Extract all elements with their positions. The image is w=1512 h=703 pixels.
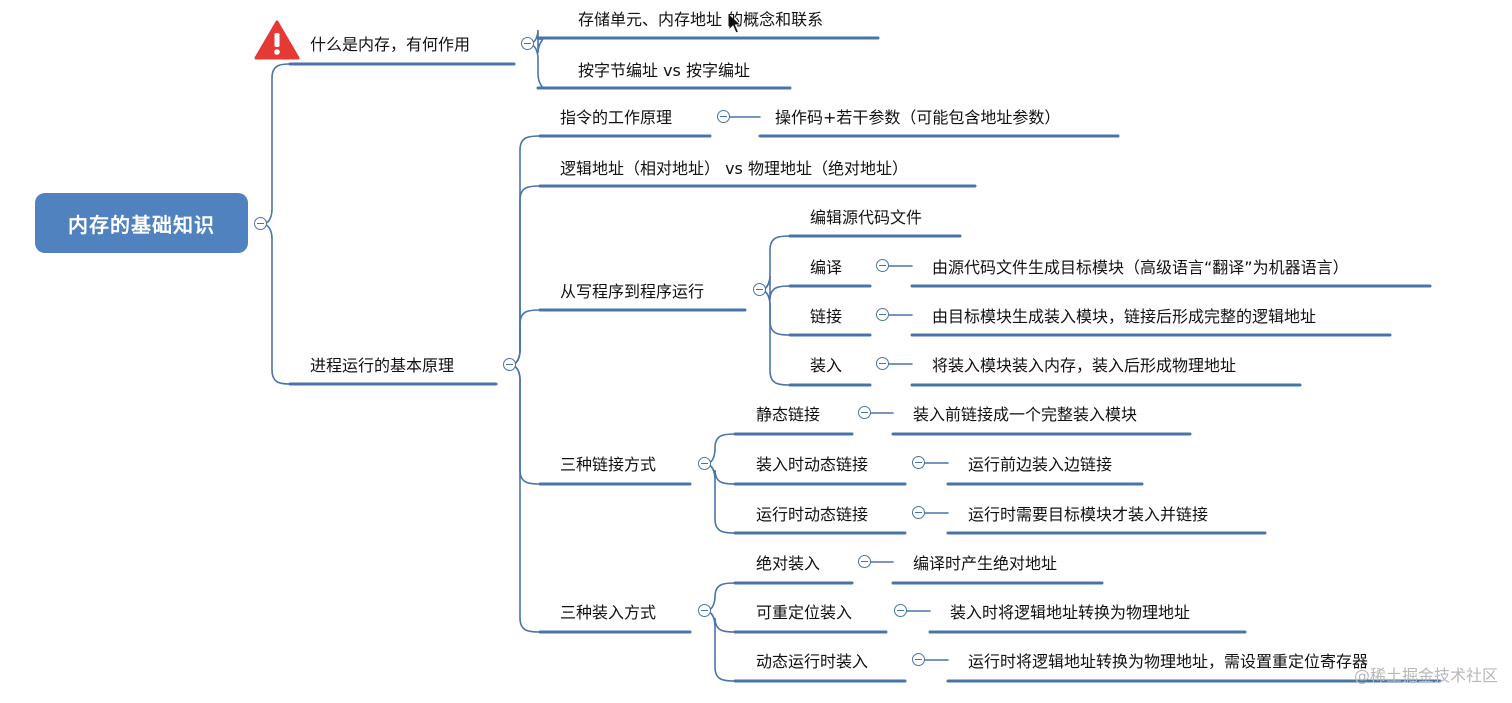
detail-static-link[interactable]: 装入前链接成一个完整装入模块 [913, 405, 1138, 424]
topic-three-loading-methods[interactable]: 三种装入方式 [560, 603, 657, 622]
collapse-instruction-toggle-icon[interactable] [717, 110, 730, 123]
warning-icon [254, 20, 300, 60]
mouse-cursor-icon [728, 13, 742, 34]
collapse-linking-methods-toggle-icon[interactable] [698, 457, 711, 470]
watermark: @稀土掘金技术社区 [1353, 666, 1498, 685]
topic-three-linking-methods[interactable]: 三种链接方式 [560, 455, 657, 474]
collapse-compile-toggle-icon[interactable] [876, 259, 889, 272]
connector-linking-static [704, 433, 736, 465]
connector-root-memory [261, 63, 291, 225]
collapse-loading-methods-toggle-icon[interactable] [698, 604, 711, 617]
branch-process-principle[interactable]: 进程运行的基本原理 [310, 356, 455, 375]
connector-loading-absolute [704, 582, 736, 612]
link-run-time-dynamic[interactable]: 运行时动态链接 [756, 505, 869, 524]
connector-program-edit [759, 235, 791, 291]
topic-logical-vs-physical[interactable]: 逻辑地址（相对地址） vs 物理地址（绝对地址） [560, 159, 908, 178]
connector-memory-addressing [527, 43, 544, 89]
collapse-root-toggle-icon[interactable] [254, 217, 267, 230]
step-edit-source[interactable]: 编辑源代码文件 [810, 208, 923, 227]
collapse-absolute-load-toggle-icon[interactable] [858, 555, 871, 568]
collapse-load-toggle-icon[interactable] [876, 357, 889, 370]
detail-dynamic-load[interactable]: 运行时将逻辑地址转换为物理地址，需设置重定位寄存器 [968, 652, 1369, 671]
step-load[interactable]: 装入 [810, 356, 843, 375]
link-static[interactable]: 静态链接 [756, 405, 821, 424]
topic-program-to-run[interactable]: 从写程序到程序运行 [560, 282, 705, 301]
collapse-memory-definition-toggle-icon[interactable] [521, 37, 534, 50]
collapse-program-to-run-toggle-icon[interactable] [753, 283, 766, 296]
connector-linking-runtime [704, 463, 736, 534]
load-dynamic-runtime[interactable]: 动态运行时装入 [756, 652, 869, 671]
detail-load-time-link[interactable]: 运行前边装入边链接 [968, 455, 1113, 474]
collapse-process-principle-toggle-icon[interactable] [503, 358, 516, 371]
root-node[interactable]: 内存的基础知识 [35, 193, 248, 253]
topic-byte-vs-word-addressing[interactable]: 按字节编址 vs 按字编址 [578, 61, 750, 80]
connector-loading-dynamic [704, 610, 736, 682]
branch-memory-definition[interactable]: 什么是内存，有何作用 [310, 35, 471, 54]
collapse-run-time-link-toggle-icon[interactable] [912, 506, 925, 519]
connector-process-logical [509, 185, 541, 366]
link-load-time-dynamic[interactable]: 装入时动态链接 [756, 455, 869, 474]
collapse-link-toggle-icon[interactable] [876, 308, 889, 321]
load-absolute[interactable]: 绝对装入 [756, 554, 821, 573]
collapse-load-time-link-toggle-icon[interactable] [912, 456, 925, 469]
connector-program-load [759, 289, 791, 386]
collapse-dynamic-load-toggle-icon[interactable] [912, 653, 925, 666]
connector-root-process [261, 223, 291, 385]
detail-absolute-load[interactable]: 编译时产生绝对地址 [913, 554, 1058, 573]
step-link[interactable]: 链接 [810, 307, 843, 326]
detail-relocatable-load[interactable]: 装入时将逻辑地址转换为物理地址 [950, 603, 1191, 622]
connector-process-instruction [509, 135, 541, 366]
detail-compile[interactable]: 由源代码文件生成目标模块（高级语言“翻译”为机器语言） [932, 258, 1349, 277]
topic-storage-unit-address[interactable]: 存储单元、内存地址 的概念和联系 [578, 10, 824, 29]
detail-load[interactable]: 将装入模块装入内存，装入后形成物理地址 [932, 356, 1237, 375]
connector-process-loading [509, 364, 541, 633]
detail-run-time-link[interactable]: 运行时需要目标模块才装入并链接 [968, 505, 1209, 524]
connector-process-linking [509, 364, 541, 485]
collapse-static-link-toggle-icon[interactable] [858, 406, 871, 419]
connector-process-program [509, 309, 541, 366]
step-compile[interactable]: 编译 [810, 258, 843, 277]
connector-program-compile [759, 275, 791, 301]
detail-link[interactable]: 由目标模块生成装入模块，链接后形成完整的逻辑地址 [932, 307, 1317, 326]
detail-opcode-params[interactable]: 操作码+若干参数（可能包含地址参数） [775, 108, 1061, 127]
topic-instruction-principle[interactable]: 指令的工作原理 [560, 108, 673, 127]
connector-program-link [759, 289, 791, 336]
collapse-relocatable-load-toggle-icon[interactable] [894, 604, 907, 617]
load-relocatable[interactable]: 可重定位装入 [756, 603, 853, 622]
